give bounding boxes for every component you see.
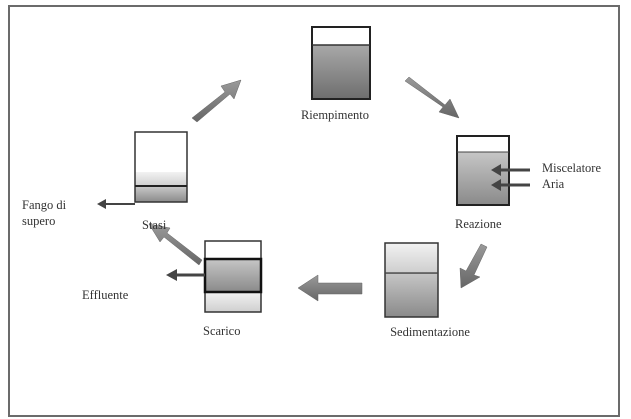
- cycle-arrow-stasi-to-riempimento: [191, 79, 242, 123]
- arrow-aria: [491, 179, 530, 191]
- diagram-frame: [8, 5, 620, 417]
- arrow-fango-di-supero: [97, 199, 135, 209]
- cycle-arrow-riempimento-to-reazione: [404, 76, 460, 119]
- tank-scarico: [203, 240, 263, 313]
- cycle-arrow-scarico-to-stasi: [148, 223, 203, 266]
- tank-sedimentazione: [384, 242, 439, 318]
- label-effluente: Effluente: [82, 288, 129, 302]
- label-scarico: Scarico: [203, 324, 241, 338]
- cycle-arrow-sedimentazione-to-scarico: [297, 274, 363, 302]
- label-sedimentazione: Sedimentazione: [390, 325, 470, 339]
- tank-riempimento: [311, 26, 371, 100]
- label-fango-line2: supero: [22, 214, 56, 228]
- label-stasi: Stasi: [142, 218, 167, 232]
- tank-reazione: [456, 135, 510, 206]
- arrow-effluente: [166, 269, 205, 281]
- label-miscelatore: Miscelatore: [542, 161, 602, 175]
- arrow-miscelatore: [491, 164, 530, 176]
- label-riempimento: Riempimento: [300, 108, 370, 122]
- label-aria: Aria: [542, 177, 565, 191]
- cycle-arrow-reazione-to-sedimentazione: [459, 243, 488, 289]
- label-reazione: Reazione: [455, 217, 502, 231]
- label-fango-line1: Fango di: [22, 198, 67, 212]
- tank-stasi: [134, 131, 188, 203]
